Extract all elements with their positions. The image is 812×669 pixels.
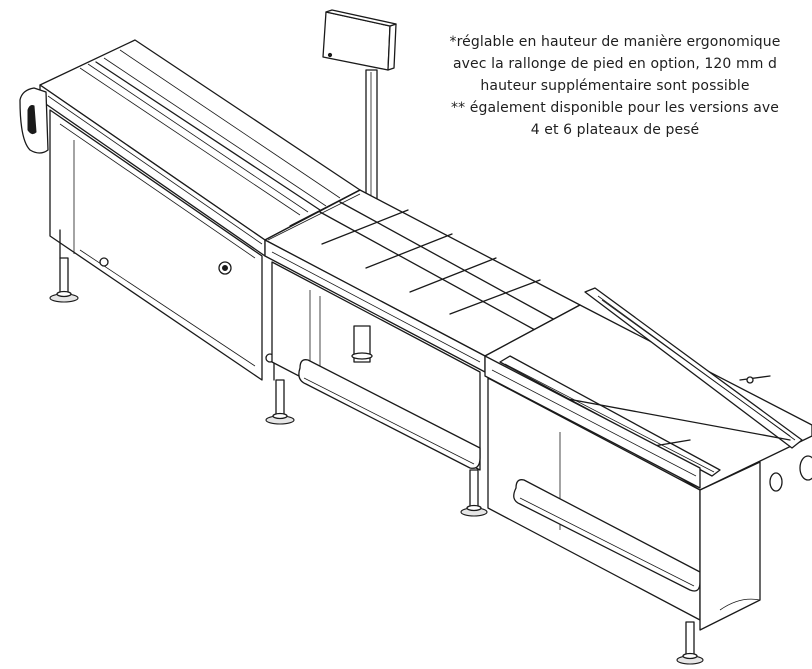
infeed-conveyor bbox=[19, 39, 361, 425]
display-terminal bbox=[322, 9, 397, 231]
terminal-led-icon bbox=[327, 52, 333, 58]
outfeed-end-roller bbox=[799, 455, 812, 481]
footnote-line-2: avec la rallonge de pied en option, 120 … bbox=[452, 56, 777, 72]
footnote-line-3: hauteur supplémentaire sont possible bbox=[480, 78, 750, 94]
outfeed-conveyor bbox=[460, 287, 812, 665]
outfeed-roller bbox=[513, 479, 701, 592]
reject-guide-rail-back bbox=[584, 287, 803, 449]
weighing-section bbox=[264, 189, 581, 471]
footnote-text: *réglable en hauteur de manière ergonomi… bbox=[380, 31, 812, 141]
footnote-line-1: *réglable en hauteur de manière ergonomi… bbox=[449, 34, 781, 50]
footnote-line-5: 4 et 6 plateaux de pesé bbox=[530, 122, 700, 138]
footnote-line-4: ** également disponible pour les version… bbox=[451, 100, 779, 116]
weighing-roller bbox=[298, 359, 481, 469]
